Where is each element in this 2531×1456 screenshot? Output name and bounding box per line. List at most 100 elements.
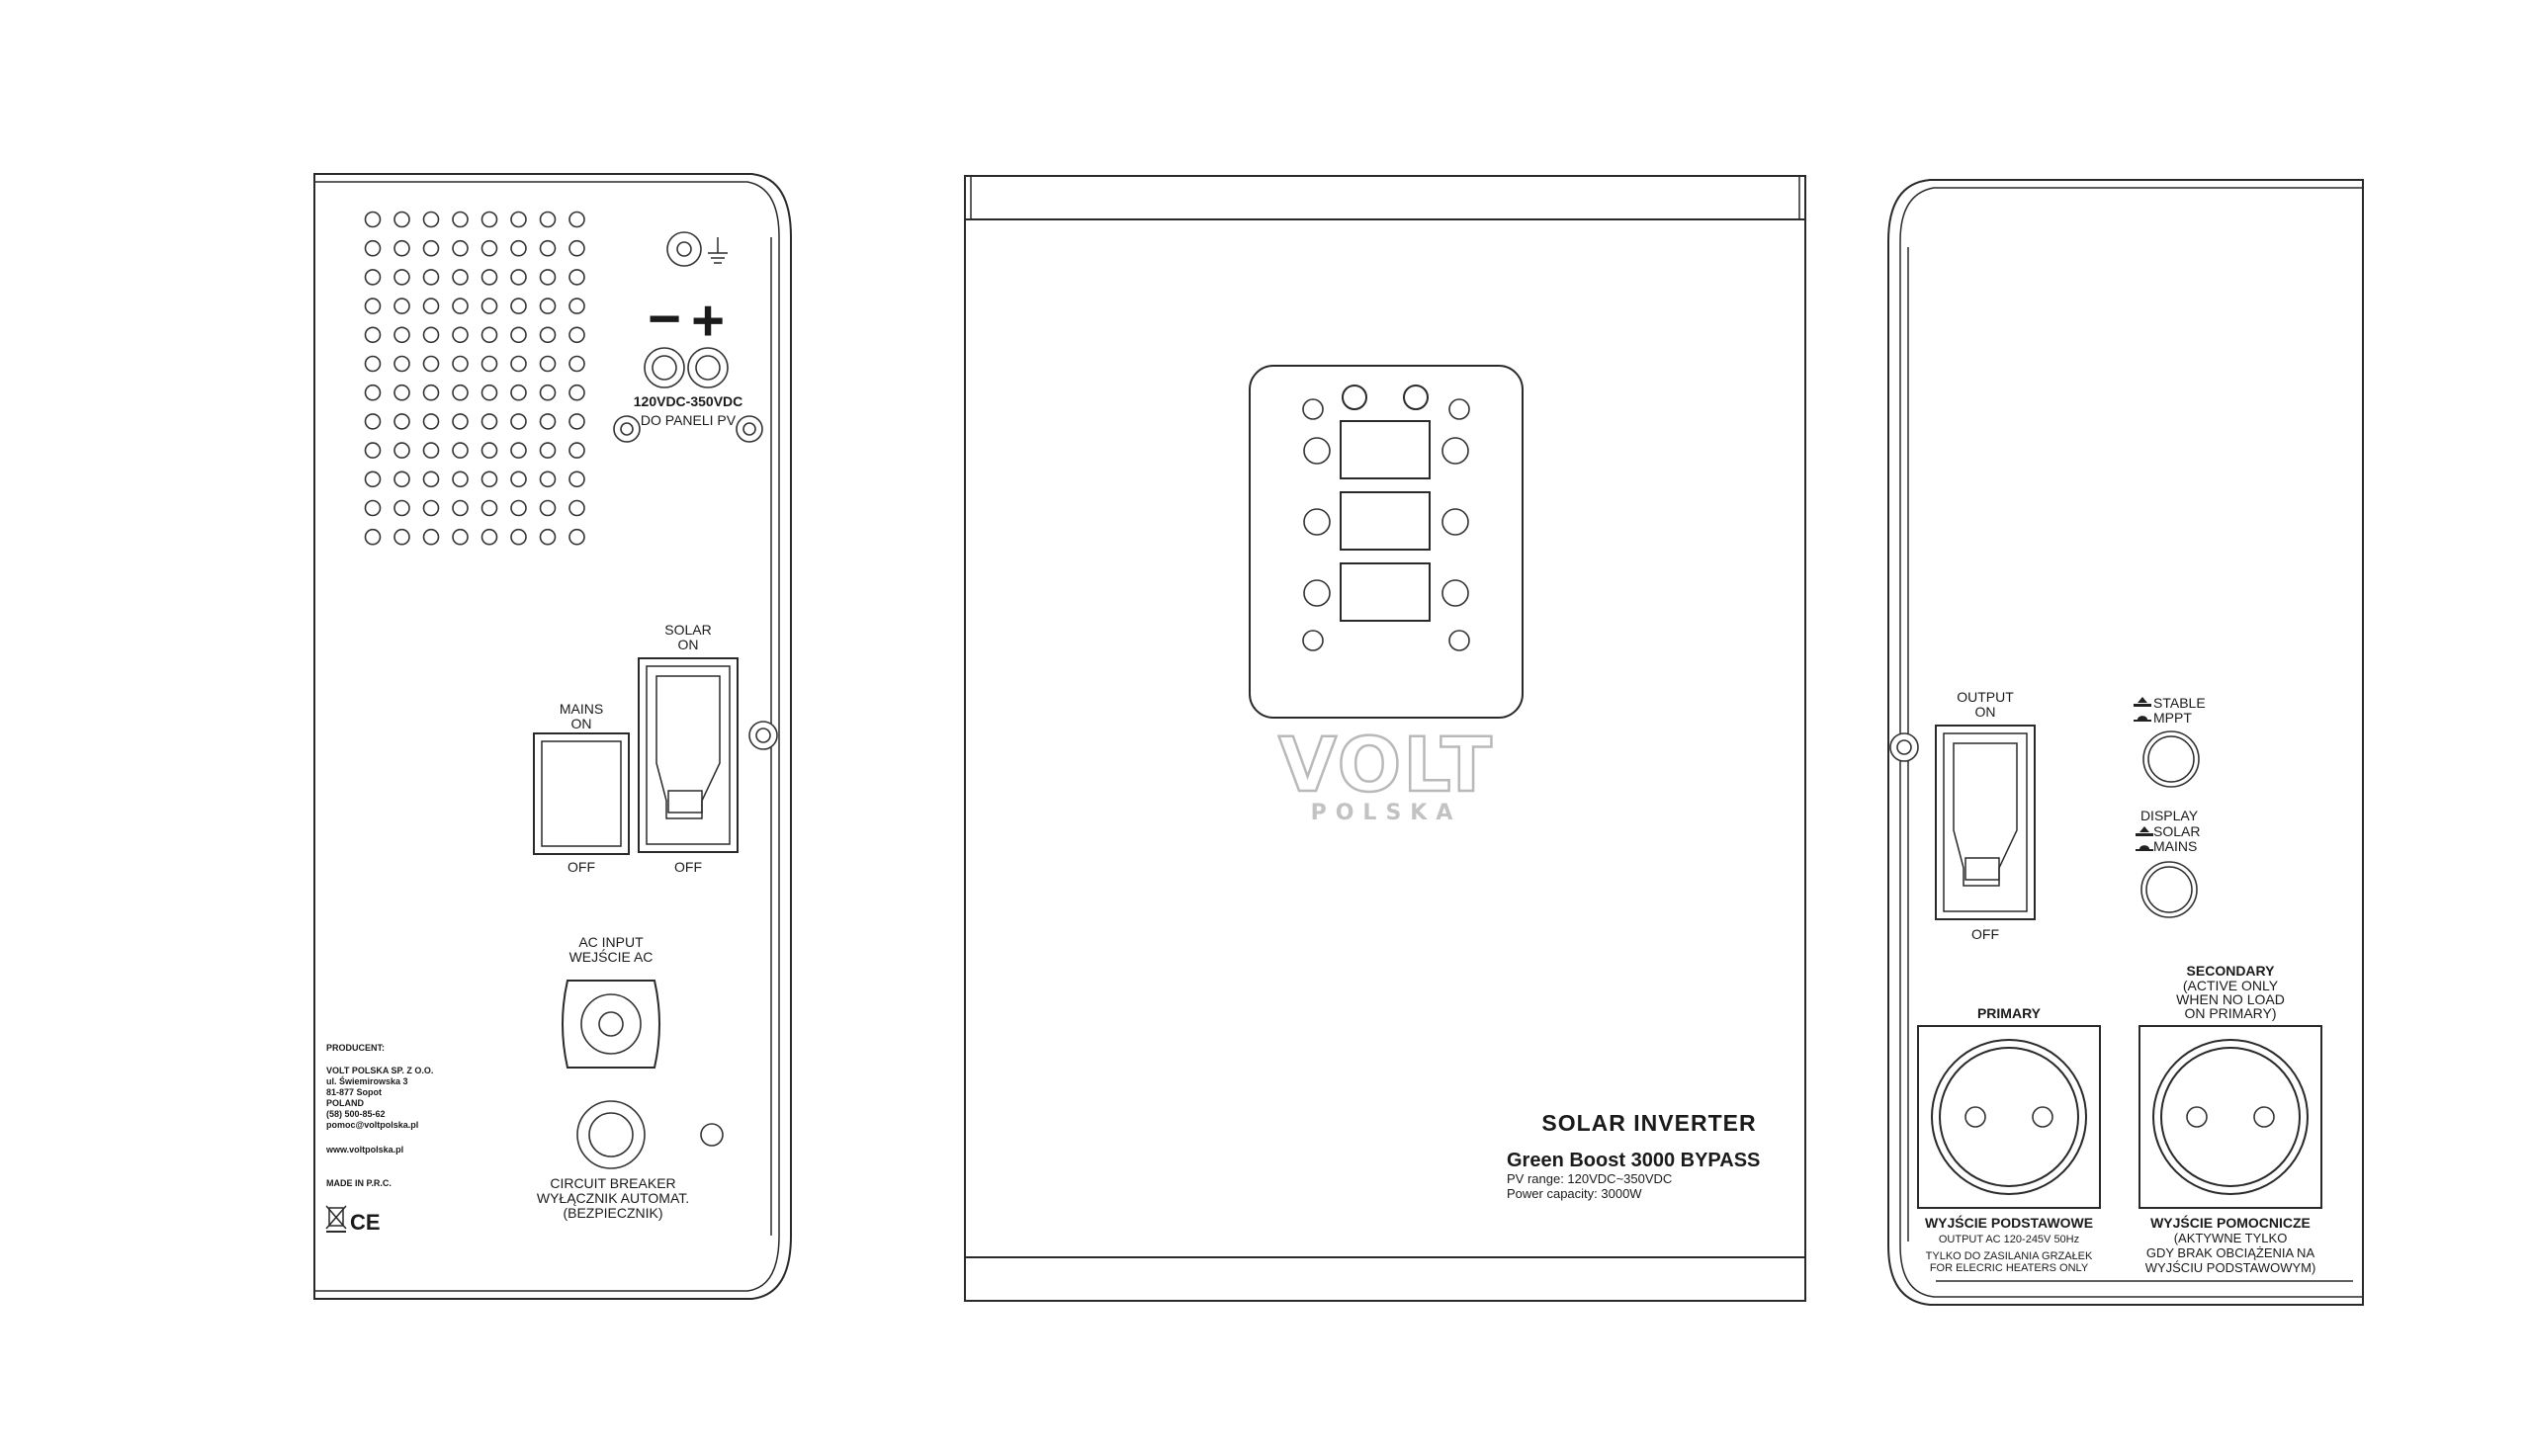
vent-hole	[364, 442, 382, 459]
vent-hole	[510, 211, 527, 228]
vent-hole	[510, 528, 527, 546]
vent-hole	[568, 211, 585, 228]
vent-hole	[364, 211, 382, 228]
solar-switch-off-label: OFF	[674, 859, 702, 875]
vent-hole	[480, 413, 498, 430]
vent-hole	[452, 326, 469, 344]
vent-hole	[364, 528, 382, 546]
left-side-panel: − + 120VDC-350VDC DO PANELI PV SOLAR ON …	[313, 173, 792, 1300]
semicircle-icon	[2139, 845, 2149, 849]
vent-hole	[480, 326, 498, 344]
control-button[interactable]	[1303, 579, 1331, 607]
display-window	[1340, 491, 1431, 551]
volt-polska-logo: VOLT POLSKA	[1277, 720, 1493, 825]
ce-mark: CE	[350, 1210, 381, 1235]
vent-hole	[452, 269, 469, 286]
ac-input-label-pl: WEJŚCIE AC	[569, 948, 654, 965]
vent-hole	[539, 239, 557, 257]
producer-info: PRODUCENT: VOLT POLSKA SP. Z O.O. ul. Św…	[325, 1043, 433, 1235]
vent-hole	[480, 528, 498, 546]
producer-line: 81-877 Sopot	[326, 1087, 382, 1097]
output-switch[interactable]: OUTPUT ON OFF	[1935, 689, 2036, 942]
vent-hole	[480, 269, 498, 286]
vent-hole	[568, 499, 585, 517]
vent-hole	[480, 239, 498, 257]
display-label: DISPLAY	[2140, 808, 2199, 823]
circuit-breaker-label: CIRCUIT BREAKER	[550, 1175, 675, 1191]
stable-mppt-button[interactable]: STABLE MPPT	[2134, 695, 2206, 788]
vent-hole	[452, 355, 469, 373]
vent-hole	[568, 326, 585, 344]
vent-hole	[364, 355, 382, 373]
secondary-note: WHEN NO LOAD	[2176, 991, 2285, 1007]
primary-title: PRIMARY	[1977, 1005, 2042, 1021]
vent-hole	[452, 471, 469, 488]
vent-hole	[568, 298, 585, 314]
vent-hole	[393, 298, 410, 314]
stable-label: STABLE	[2153, 695, 2206, 711]
vent-hole	[422, 413, 440, 430]
vent-hole	[422, 239, 440, 257]
triangle-up-icon	[2139, 826, 2149, 832]
semicircle-icon	[2138, 716, 2147, 720]
vent-hole	[393, 499, 410, 517]
vent-hole	[539, 384, 557, 401]
vent-hole	[480, 355, 498, 373]
vent-hole	[568, 384, 585, 401]
vent-hole	[539, 499, 557, 517]
vent-hole	[364, 499, 382, 517]
vent-hole	[510, 471, 527, 488]
vent-hole	[510, 442, 527, 459]
vent-hole	[568, 442, 585, 459]
vent-hole	[393, 442, 410, 459]
vent-hole	[393, 269, 410, 286]
control-button[interactable]	[1441, 508, 1469, 536]
control-button[interactable]	[1303, 508, 1331, 536]
product-model: Green Boost 3000 BYPASS	[1507, 1150, 1760, 1171]
vent-hole	[452, 499, 469, 517]
mains-switch[interactable]: MAINS ON OFF	[533, 701, 630, 875]
vent-hole	[452, 442, 469, 459]
solar-switch-on-label: ON	[678, 637, 699, 652]
mains-switch-off-label: OFF	[567, 859, 595, 875]
vent-hole	[452, 384, 469, 401]
secondary-note: ON PRIMARY)	[2184, 1005, 2276, 1021]
vent-hole	[539, 326, 557, 344]
display-mains-label: MAINS	[2153, 838, 2197, 854]
secondary-note-pl: GDY BRAK OBCIĄŻENIA NA	[2146, 1245, 2315, 1260]
control-button[interactable]	[1303, 437, 1331, 465]
vent-hole	[480, 211, 498, 228]
output-switch-off-label: OFF	[1971, 926, 1999, 942]
circuit-breaker-label-pl: WYŁĄCZNIK AUTOMAT.	[537, 1190, 689, 1206]
mppt-label: MPPT	[2153, 710, 2192, 726]
primary-socket[interactable]: PRIMARY WYJŚCIE PODSTAWOWE OUTPUT AC 120…	[1917, 1005, 2101, 1274]
vent-hole	[452, 413, 469, 430]
producer-line: pomoc@voltpolska.pl	[326, 1120, 418, 1130]
ac-input-socket[interactable]: AC INPUT WEJŚCIE AC	[562, 934, 660, 1069]
circuit-breaker[interactable]: CIRCUIT BREAKER WYŁĄCZNIK AUTOMAT. (BEZP…	[537, 1100, 689, 1221]
pv-range-label: PV range: 120VDC~350VDC	[1507, 1171, 1672, 1186]
vent-hole	[510, 326, 527, 344]
solar-switch[interactable]: SOLAR ON OFF	[638, 622, 739, 875]
indicator-led	[1342, 385, 1367, 410]
vent-hole	[510, 355, 527, 373]
power-capacity-label: Power capacity: 3000W	[1507, 1186, 1642, 1201]
display-window	[1340, 562, 1431, 622]
indicator-led	[1302, 398, 1324, 420]
vent-hole	[568, 269, 585, 286]
vent-hole	[393, 471, 410, 488]
control-button[interactable]	[1441, 579, 1469, 607]
secondary-note-pl: WYJŚCIU PODSTAWOWYM)	[2145, 1260, 2316, 1275]
primary-note-pl: TYLKO DO ZASILANIA GRZAŁEK	[1926, 1250, 2093, 1262]
vent-hole	[393, 528, 410, 546]
mains-switch-on-label: ON	[571, 716, 592, 731]
control-button[interactable]	[1441, 437, 1469, 465]
vent-hole	[452, 239, 469, 257]
vent-hole	[422, 384, 440, 401]
vent-hole	[480, 442, 498, 459]
primary-name: WYJŚCIE PODSTAWOWE	[1925, 1214, 2093, 1231]
secondary-socket[interactable]: SECONDARY (ACTIVE ONLY WHEN NO LOAD ON P…	[2138, 963, 2322, 1275]
display-button[interactable]: DISPLAY SOLAR MAINS	[2136, 808, 2200, 918]
circuit-breaker-note: (BEZPIECZNIK)	[563, 1205, 662, 1221]
secondary-name: WYJŚCIE POMOCNICZE	[2150, 1214, 2311, 1231]
